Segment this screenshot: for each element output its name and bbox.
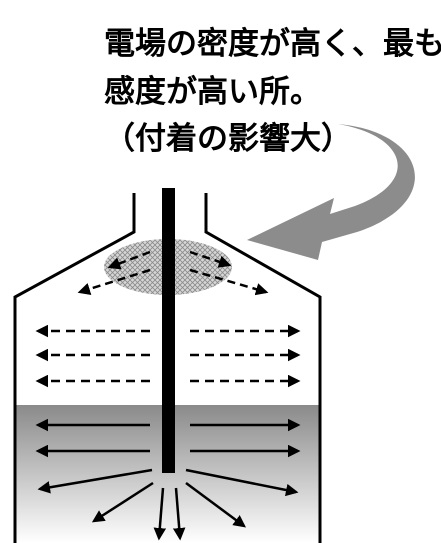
field-arrow — [107, 250, 151, 270]
field-arrow — [153, 487, 167, 541]
field-arrows-solid-liquid — [35, 418, 301, 541]
callout-arrow — [247, 124, 415, 260]
electrode-rod — [162, 188, 175, 473]
field-arrows-dashed-chamber — [35, 324, 301, 388]
field-arrows-dashed-top — [77, 250, 269, 296]
annotation-line-1: 電場の密度が高く、最も — [104, 26, 441, 62]
field-arrow — [189, 268, 269, 296]
field-arrow — [185, 468, 299, 497]
field-arrow — [185, 481, 247, 528]
annotation-line-2: 感度が高い所。 — [104, 74, 321, 110]
vessel-outline — [13, 193, 322, 543]
field-arrow — [189, 250, 232, 268]
field-arrow — [37, 468, 153, 494]
field-arrow — [172, 487, 186, 541]
field-arrow — [91, 481, 154, 523]
annotation-line-3: （付着の影響大） — [104, 121, 352, 157]
